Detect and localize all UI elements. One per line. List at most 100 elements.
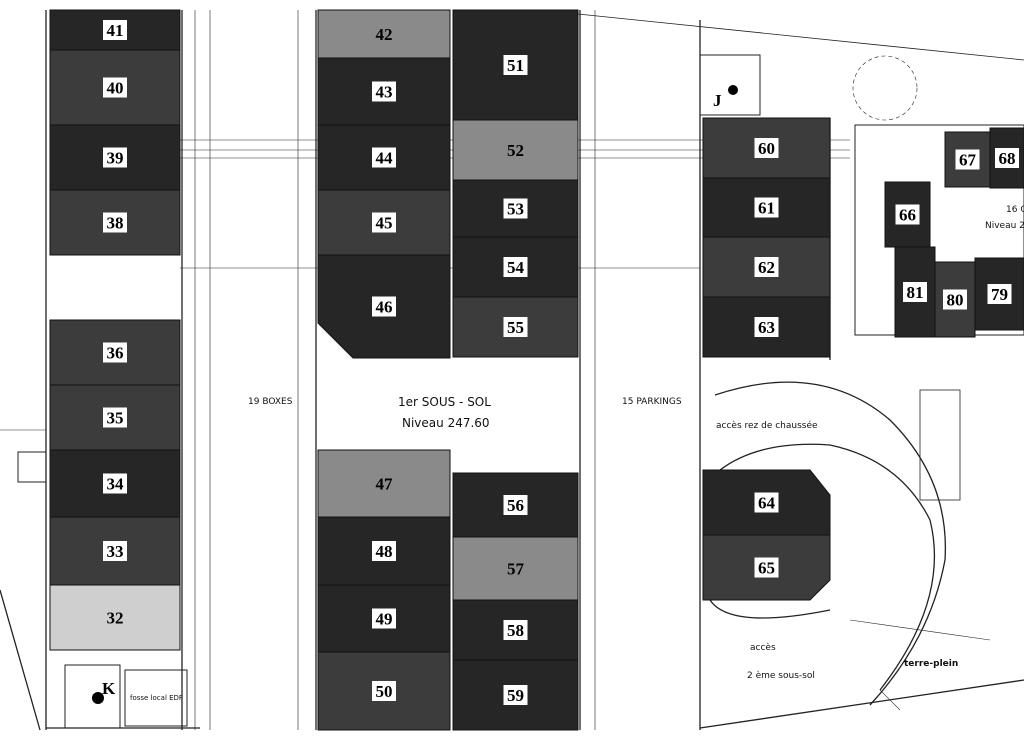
box-35: 35 [49,384,181,451]
box-label-bg [955,149,980,170]
lower-level-label: 2 ème sous-sol [747,670,815,681]
box-57: 57 [452,536,579,601]
embankment-label: terre-plein [904,659,958,669]
box-48: 48 [317,516,451,586]
level-title: 1er SOUS - SOL [398,395,491,409]
box-number: 58 [507,621,524,640]
box-label-bg [103,77,127,98]
box-number: 35 [107,409,124,428]
box-59: 59 [452,659,579,731]
box-36: 36 [49,319,181,386]
box-42: 42 [317,9,451,59]
box-80: 80 [934,261,976,338]
box-label-bg [103,212,127,233]
box-61: 61 [702,177,831,238]
box-number: 65 [758,559,775,578]
ground-access-label: accès rez de chaussée [716,420,818,431]
box-label-bg [372,147,396,168]
box-number: 49 [376,610,393,629]
box-39: 39 [49,124,181,191]
box-number: 79 [991,285,1008,304]
box-55: 55 [452,296,579,358]
edf-room-label: fosse local EDF [130,694,183,702]
box-label-bg [754,138,779,158]
box-33: 33 [49,516,181,586]
box-number: 46 [376,298,393,317]
box-44: 44 [317,124,451,191]
box-40: 40 [49,49,181,126]
box-number: 40 [107,79,124,98]
box-label-bg [754,257,779,277]
stair-k-label: K [102,679,116,698]
box-label-bg [754,557,779,578]
box-number: 80 [947,291,964,310]
box-32: 32 [49,584,181,651]
box-label-bg [103,407,127,428]
box-label-bg [372,541,396,561]
box-label-bg [372,608,396,629]
box-number: 36 [107,344,124,363]
box-label-bg [372,81,396,102]
box-56: 56 [452,472,579,538]
box-53: 53 [452,179,579,238]
box-46: 46 [317,254,451,359]
box-38: 38 [49,189,181,256]
box-number: 62 [758,258,775,277]
box-label-bg [103,20,127,40]
box-label-bg [754,197,779,218]
box-label-bg [943,289,967,310]
lower-access-label: accès [750,642,776,653]
box-fill [49,584,181,651]
box-62: 62 [702,236,831,298]
box-50: 50 [317,651,451,731]
box-number: 53 [507,200,524,219]
box-label-bg [754,492,779,513]
box-41: 41 [49,9,181,51]
box-label-bg [903,282,927,302]
box-number: 64 [758,494,776,513]
box-label-bg [503,620,528,640]
box-number: 48 [376,542,393,561]
box-number: 42 [376,25,393,44]
box-number: 57 [507,560,525,579]
annex-level: Niveau 24 [985,221,1024,231]
box-51: 51 [452,9,579,121]
stair-j: J [713,85,738,110]
parkings-count-label: 15 PARKINGS [622,397,682,407]
box-label-bg [895,204,920,225]
box-number: 66 [899,206,916,225]
box-number: 61 [758,199,775,218]
box-60: 60 [702,117,831,179]
box-66: 66 [884,181,931,248]
box-label-bg [103,342,127,363]
level-elevation: Niveau 247.60 [402,416,490,430]
box-label-bg [503,317,528,337]
stair-k: K [92,679,116,704]
box-number: 41 [107,21,124,40]
box-number: 47 [376,475,394,494]
box-43: 43 [317,57,451,126]
box-number: 52 [507,141,524,160]
box-number: 67 [959,151,977,170]
box-63: 63 [702,296,831,358]
box-number: 59 [507,686,524,705]
box-number: 44 [376,149,394,168]
box-number: 63 [758,318,775,337]
box-47: 47 [317,449,451,518]
annex-title: 16 C [1006,205,1024,215]
box-45: 45 [317,189,451,256]
box-34: 34 [49,449,181,518]
box-64: 64 [702,469,831,536]
box-number: 51 [507,56,524,75]
box-number: 56 [507,496,524,515]
box-number: 81 [907,283,924,302]
box-52: 52 [452,119,579,181]
box-label-bg [372,681,396,701]
box-number: 68 [999,149,1016,168]
box-label-bg [503,55,528,75]
box-label-bg [103,473,127,494]
box-label-bg [503,495,528,515]
box-81: 81 [894,246,936,338]
box-label-bg [503,685,528,705]
